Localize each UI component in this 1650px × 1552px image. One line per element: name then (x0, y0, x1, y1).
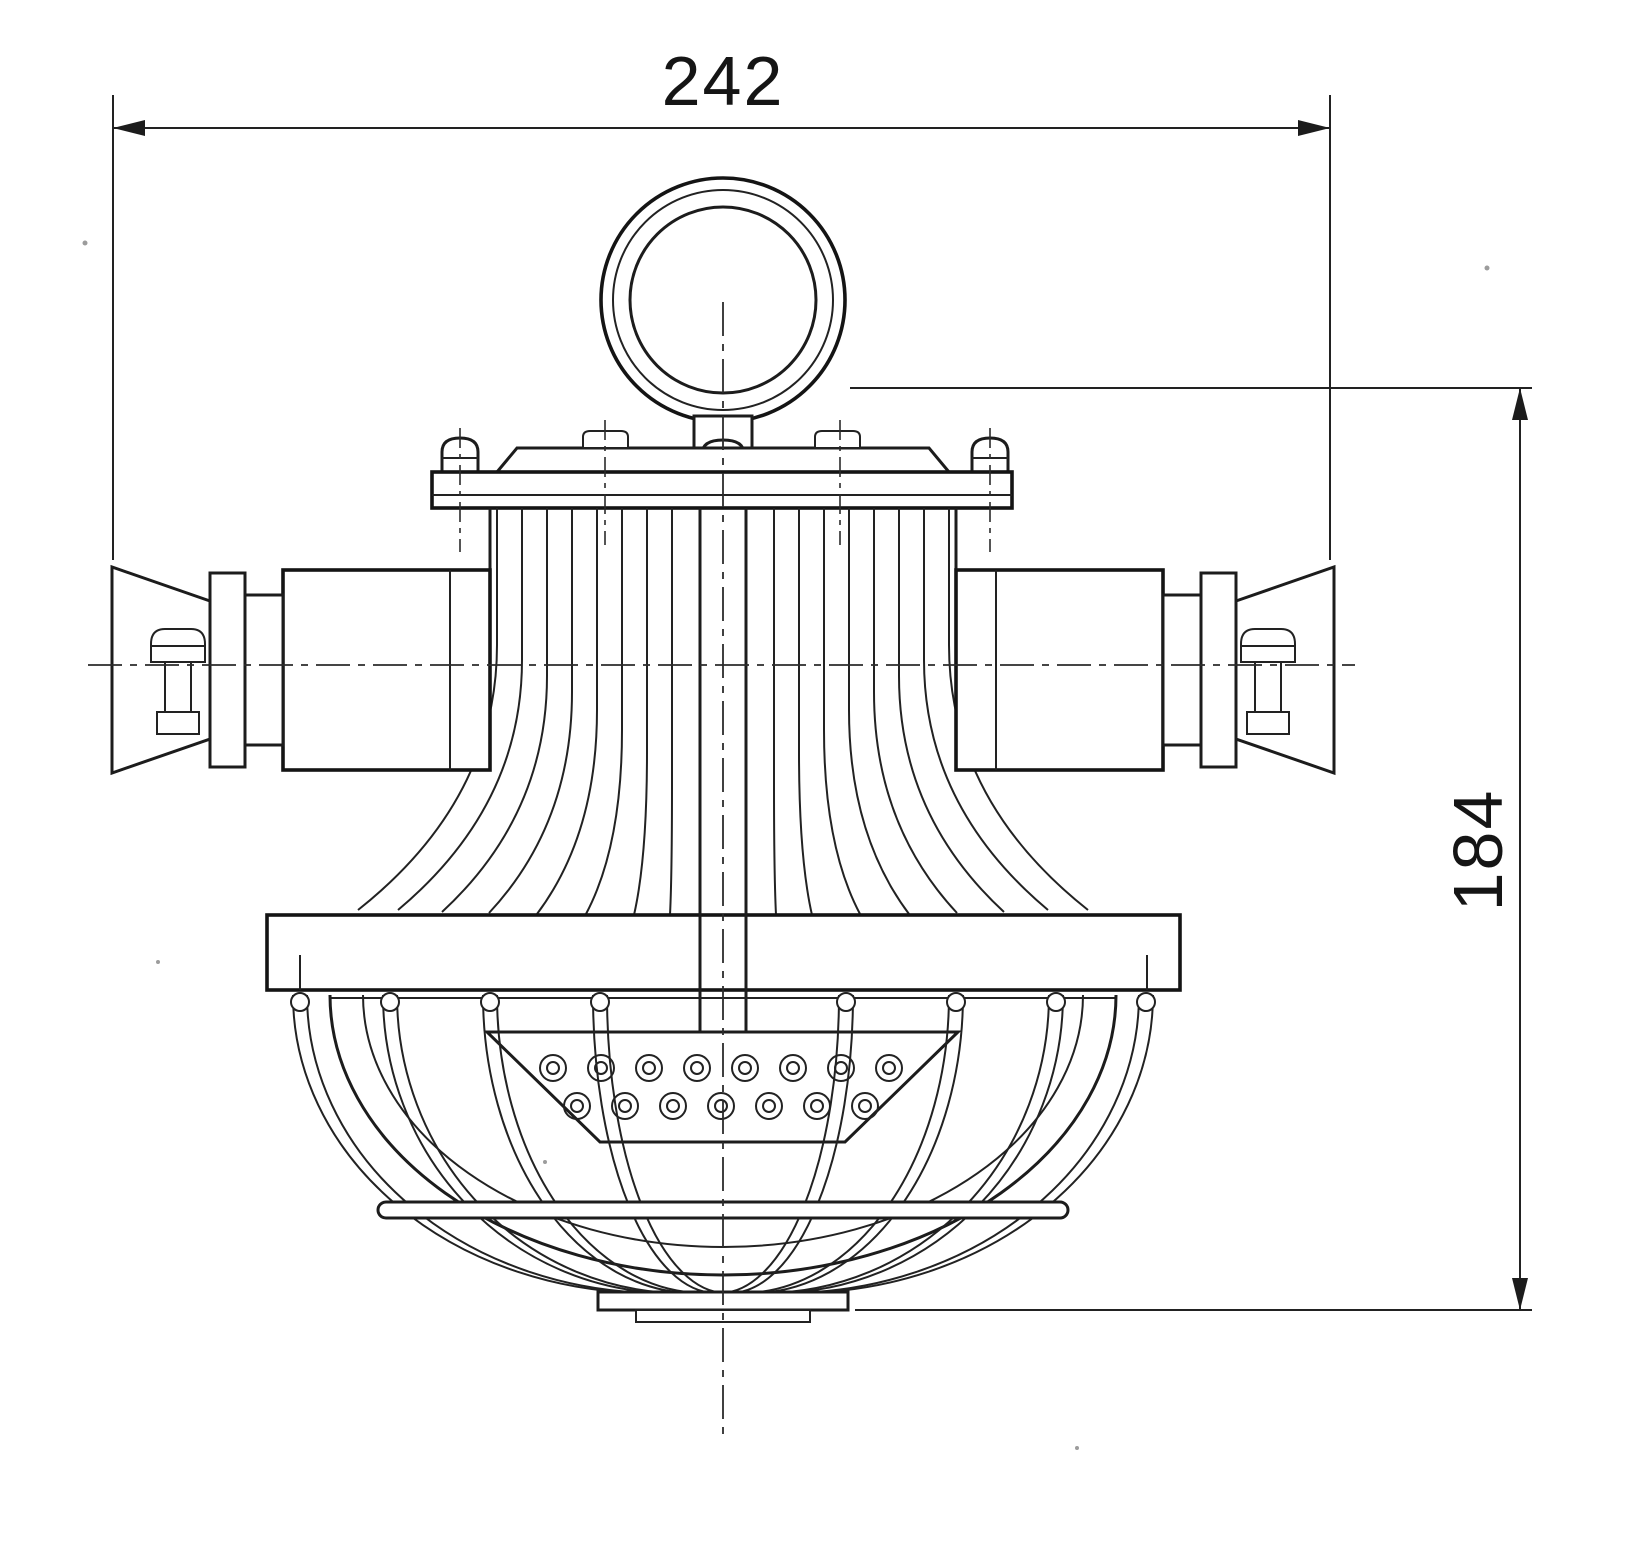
cable-gland-right (954, 564, 1336, 776)
center-stem (698, 508, 748, 1032)
gland-coupling-left (243, 593, 285, 747)
gland-box-right (954, 568, 1165, 772)
dimension-height: 184 (850, 387, 1532, 1311)
gland-cone-left (110, 564, 212, 776)
width-dimension-label: 242 (662, 42, 785, 120)
dimension-width: 242 (112, 42, 1331, 560)
cooling-fins (357, 508, 1089, 916)
cable-gland-left (110, 564, 492, 776)
centerlines (88, 302, 1355, 1438)
cover-tab-right (814, 430, 861, 449)
scan-speckles (82, 240, 1490, 1450)
gland-coupling-right (1161, 593, 1203, 747)
top-flange (430, 470, 1014, 510)
gland-cone-right (1234, 564, 1336, 776)
guard-cage (290, 992, 1156, 1323)
gland-plate-left (208, 571, 247, 769)
gland-box-left (281, 568, 492, 772)
cage-knobs (290, 992, 1156, 1012)
height-dimension-label: 184 (1439, 789, 1517, 912)
gland-plate-right (1199, 571, 1238, 769)
